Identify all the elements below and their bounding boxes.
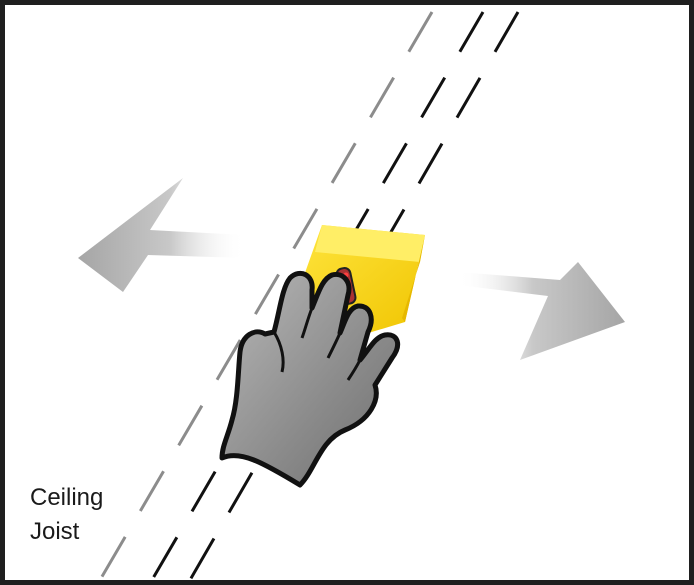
joist-label-line2: Joist [30,518,79,546]
joist-label-line1: Ceiling [30,484,103,512]
arrow-right-icon [458,262,625,360]
arrow-left-icon [78,178,245,292]
